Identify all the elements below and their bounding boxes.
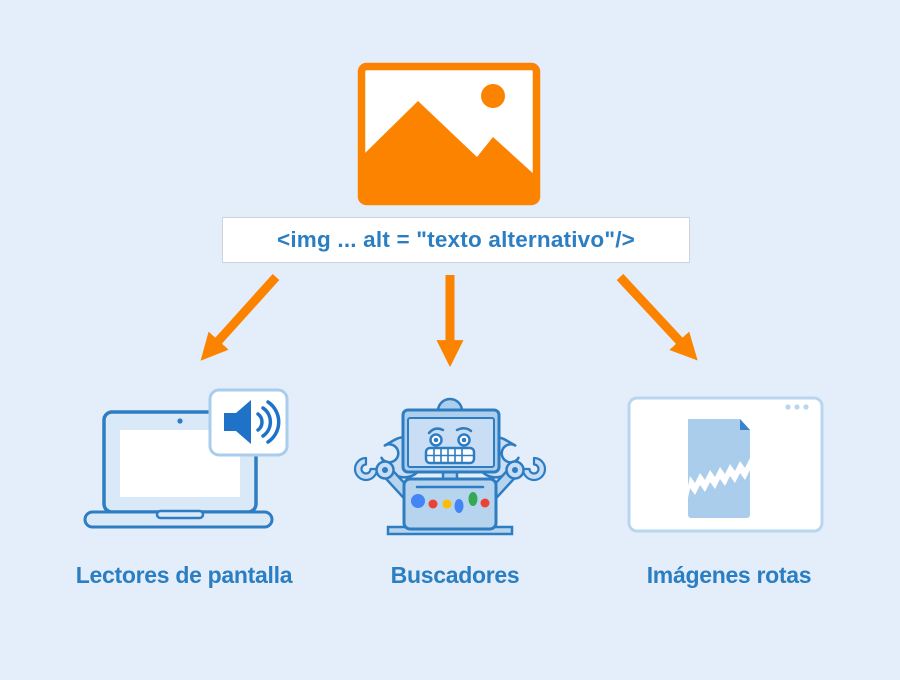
robot-head (401, 408, 501, 474)
browser-broken-image-icon (627, 396, 824, 533)
robot-crawler-icon (353, 397, 547, 536)
robot-eyebrow-left (427, 427, 445, 435)
alt-attribute-code-box: <img ... alt = "texto alternativo"/> (222, 217, 690, 263)
webcam-dot-icon (177, 418, 183, 424)
arrow-left-icon (200, 273, 280, 361)
mountain-icon (362, 101, 537, 198)
robot-body (402, 477, 498, 531)
browser-menu-dots-icon (785, 404, 809, 410)
speaker-badge-icon (208, 388, 289, 457)
arrows-layer (200, 273, 698, 368)
page-fold-corner (740, 419, 750, 430)
robot-teeth (424, 446, 476, 465)
broken-page-icon (688, 419, 750, 518)
label-search-engines: Buscadores (390, 562, 520, 588)
robot-eyebrow-right (455, 427, 473, 433)
image-placeholder-icon (357, 62, 541, 206)
arrow-right-icon (616, 273, 698, 361)
label-broken-images: Imágenes rotas (646, 562, 812, 588)
alt-attribute-code-text: <img ... alt = "texto alternativo"/> (276, 227, 635, 252)
sun-icon (481, 84, 505, 108)
laptop-notch (155, 509, 205, 520)
label-screen-readers: Lectores de pantalla (75, 562, 293, 588)
laptop-with-speaker-icon (83, 388, 289, 529)
